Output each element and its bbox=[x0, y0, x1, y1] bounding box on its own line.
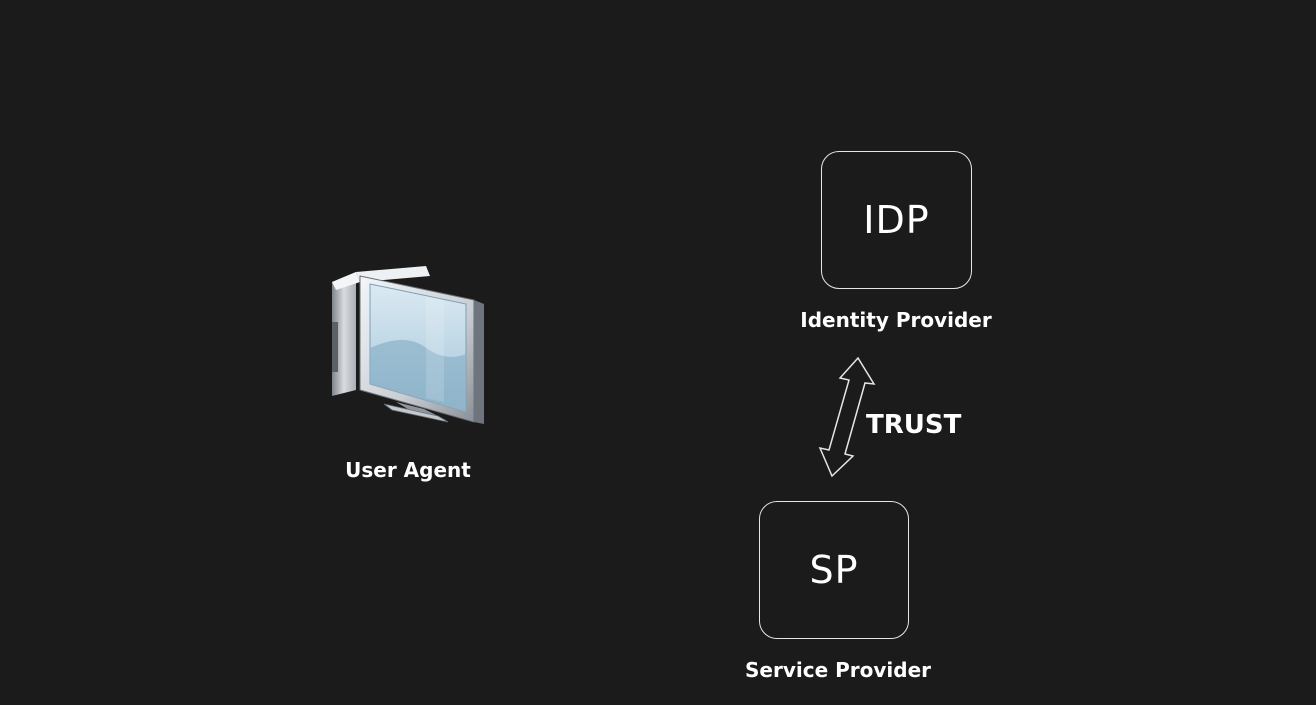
trust-edge-label: TRUST bbox=[866, 410, 962, 440]
idp-node: IDP bbox=[821, 151, 972, 289]
double-arrow-icon bbox=[818, 356, 876, 478]
desktop-computer-icon bbox=[332, 266, 484, 424]
idp-node-label: IDP bbox=[863, 198, 930, 242]
sp-node: SP bbox=[759, 501, 909, 639]
sp-node-label: SP bbox=[809, 548, 859, 592]
idp-caption: Identity Provider bbox=[800, 308, 992, 332]
user-agent-caption: User Agent bbox=[345, 458, 471, 482]
sp-caption: Service Provider bbox=[744, 658, 931, 682]
